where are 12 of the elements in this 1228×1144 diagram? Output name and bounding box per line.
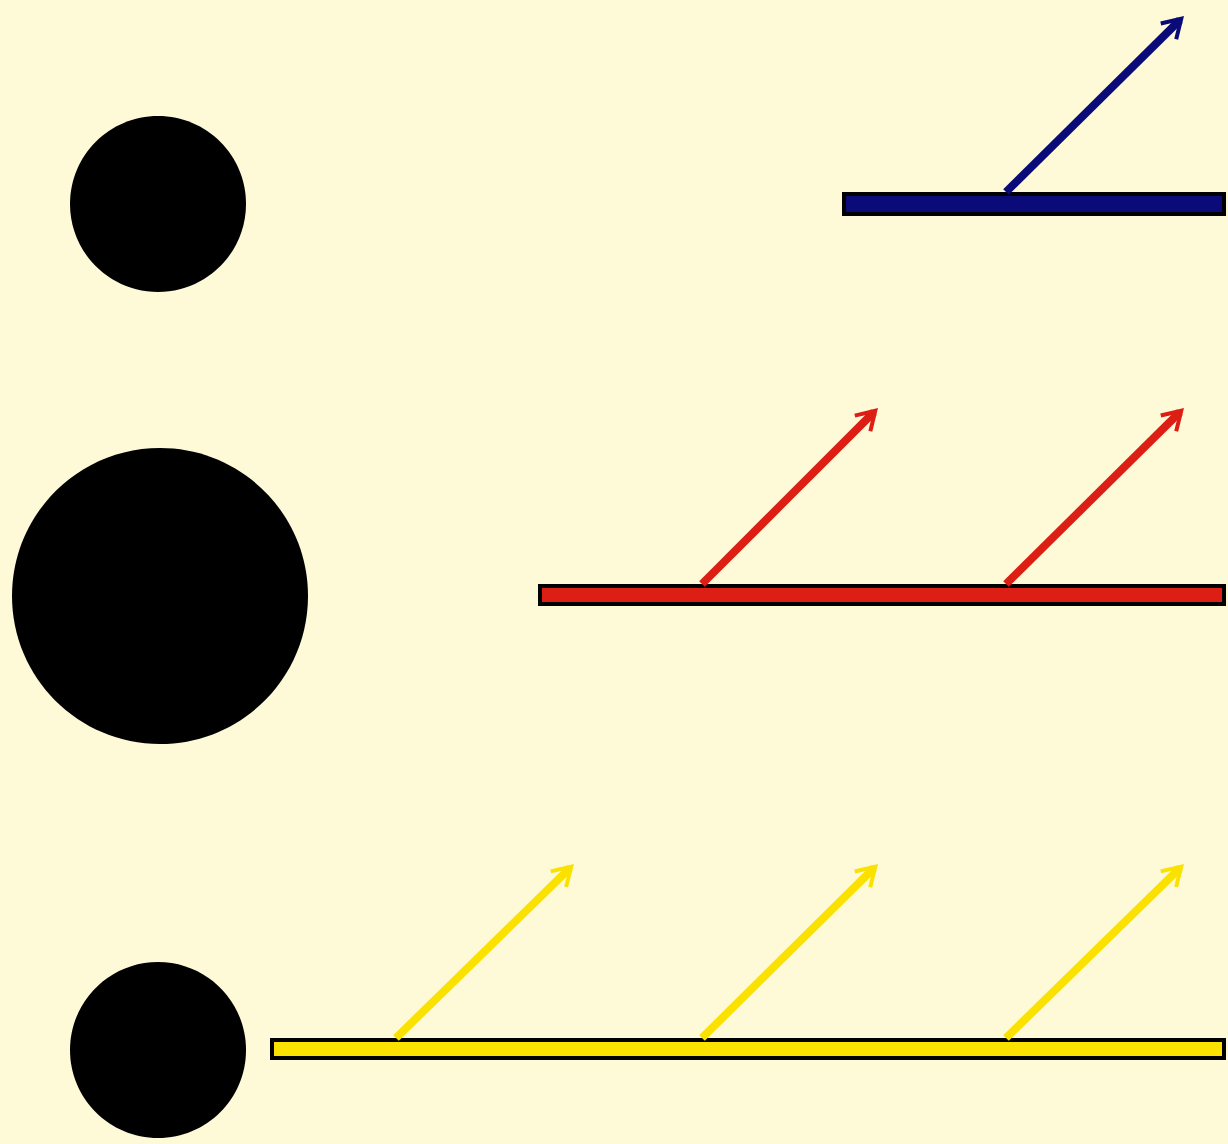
bar xyxy=(538,584,1226,606)
disc xyxy=(12,448,308,744)
disc xyxy=(70,116,246,292)
arrow xyxy=(1003,16,1184,195)
arrow xyxy=(1003,408,1184,587)
arrow xyxy=(1003,863,1184,1041)
arrow xyxy=(699,408,878,587)
disc xyxy=(70,962,246,1138)
arrow xyxy=(393,863,574,1041)
bar xyxy=(842,192,1226,216)
bar xyxy=(270,1038,1226,1060)
arrow xyxy=(699,864,878,1041)
